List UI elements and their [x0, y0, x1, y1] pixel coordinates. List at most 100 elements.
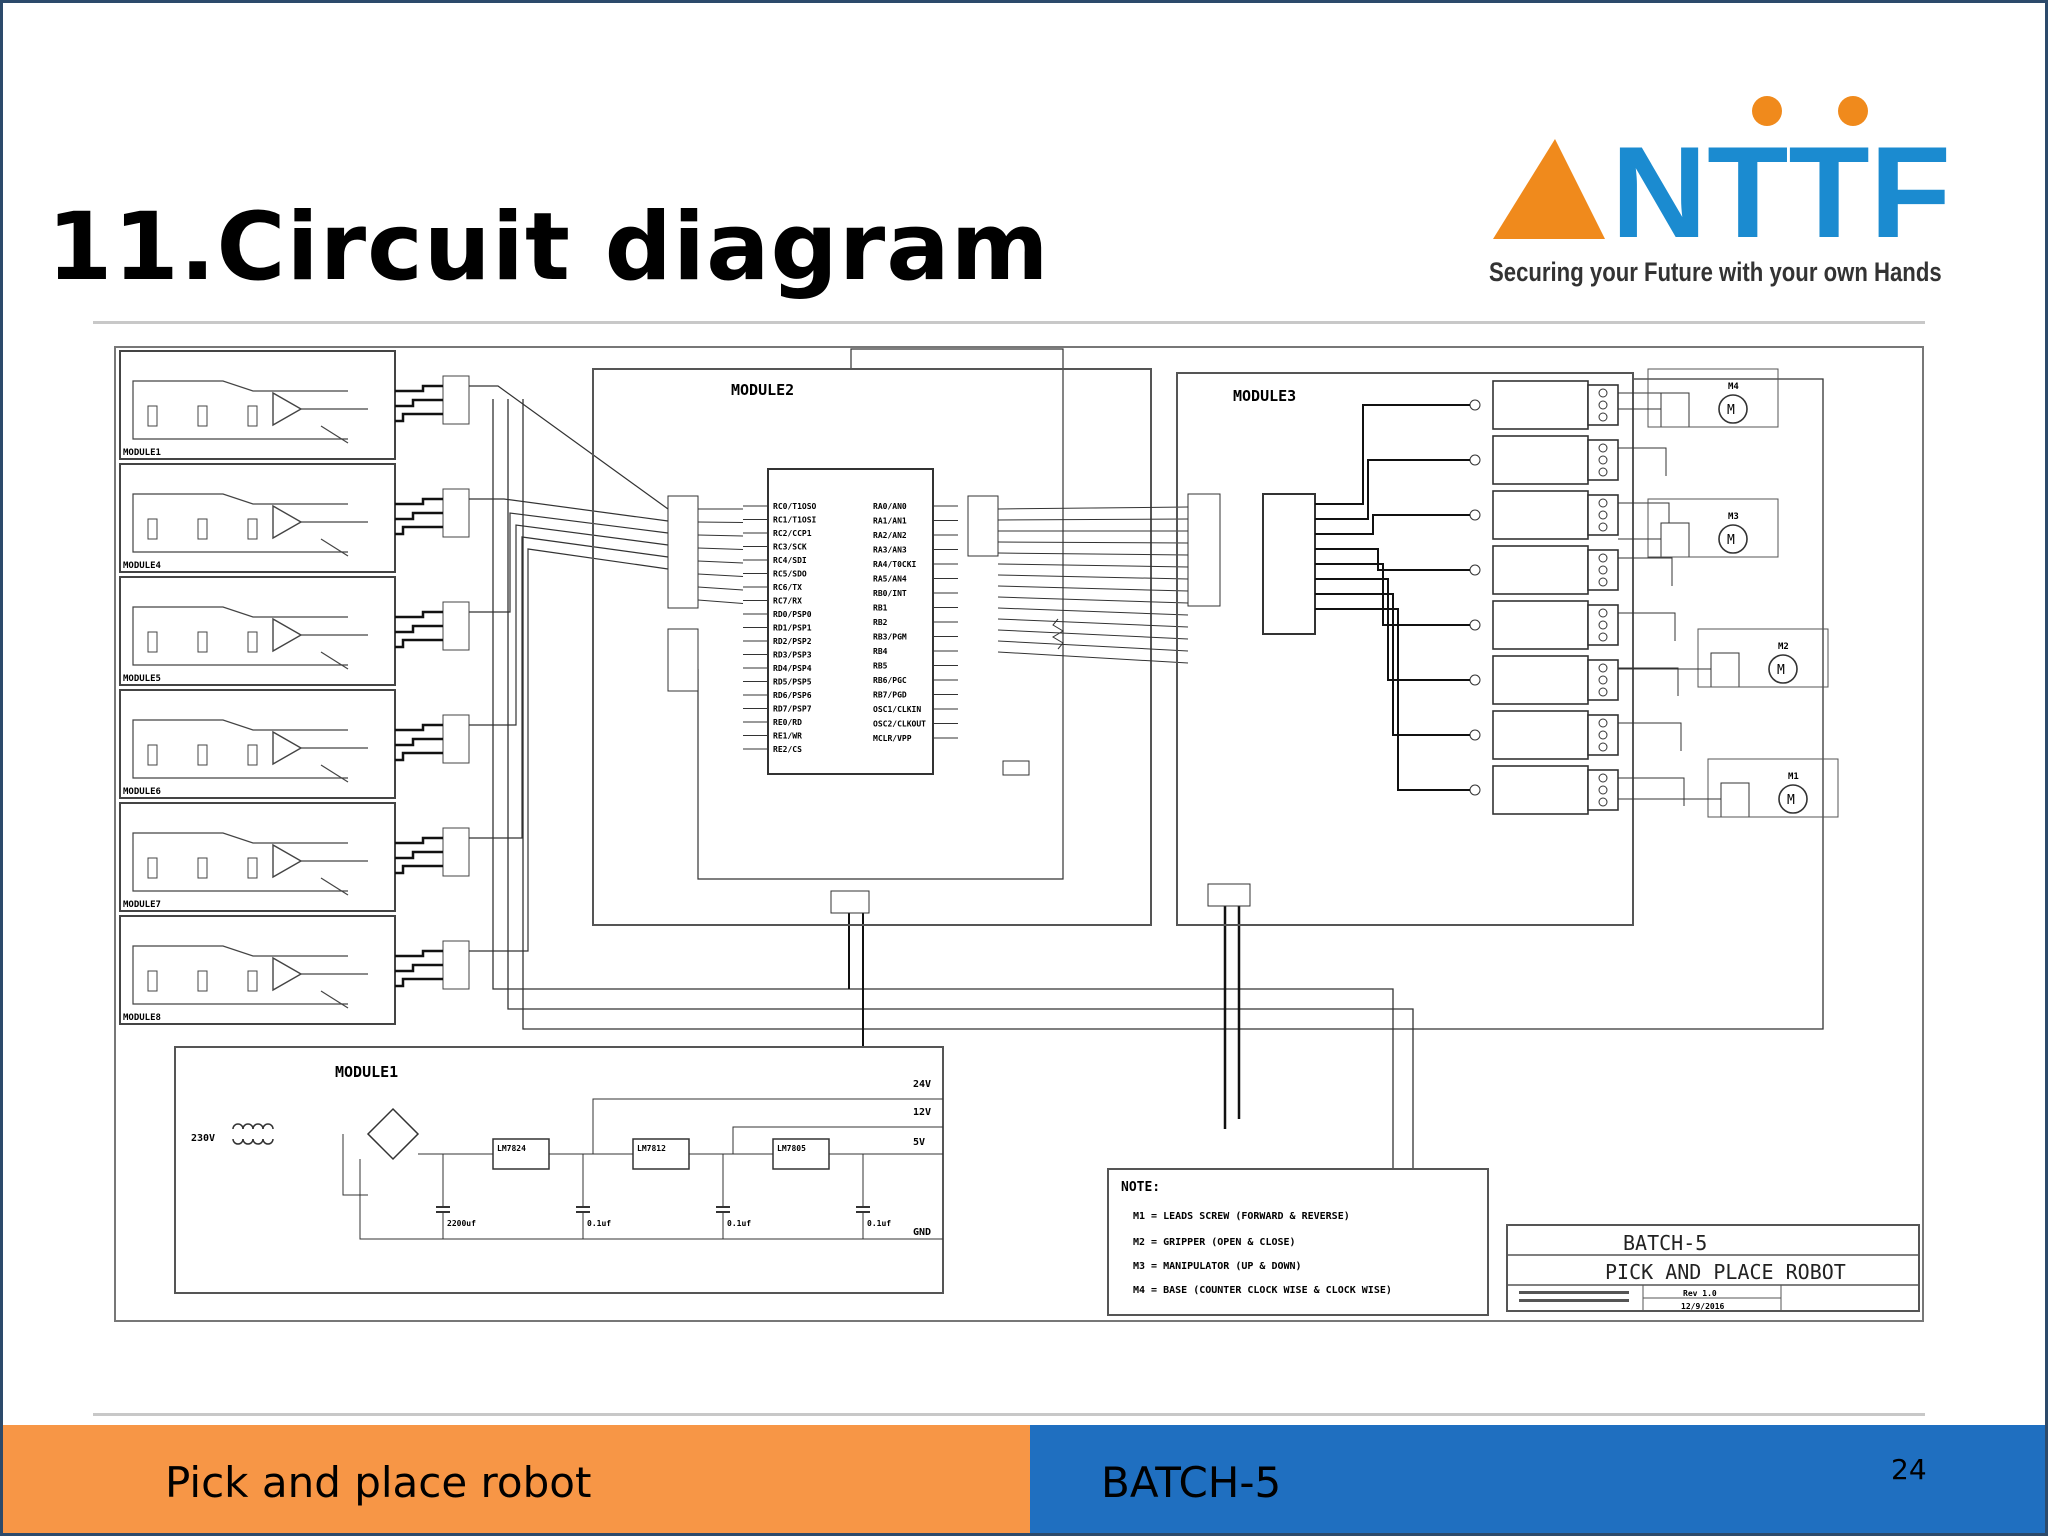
mcu-pin-label: RD6/PSP6: [773, 691, 812, 700]
supply-rail-label: GND: [913, 1227, 931, 1238]
motor-loop: [1697, 628, 1829, 688]
mcu-pin-label: RD4/PSP4: [773, 664, 812, 673]
motor-label: M1: [1788, 772, 1799, 782]
op-amp: [272, 843, 303, 879]
resistor: [197, 631, 208, 653]
mcu-pin-label: RA1/AN1: [873, 517, 907, 526]
note-title: NOTE:: [1121, 1180, 1160, 1195]
op-amp: [272, 617, 303, 653]
nttf-logo-mark: NTTF: [1493, 96, 1951, 259]
title-block-batch: BATCH-5: [1623, 1231, 1707, 1255]
mcu-pin-label: RA2/AN2: [873, 531, 907, 540]
resistor: [247, 405, 258, 427]
resistor: [197, 744, 208, 766]
supply-rail-label: 24V: [913, 1079, 931, 1090]
resistor: [147, 405, 158, 427]
module1-label: MODULE1: [335, 1063, 398, 1081]
relay: [1492, 490, 1589, 540]
mcu-pin-label: OSC2/CLKOUT: [873, 720, 926, 729]
mcu-pin-label: RA4/T0CKI: [873, 560, 917, 569]
mcu-pin-label: RD1/PSP1: [773, 624, 812, 633]
page-number: 24: [1891, 1453, 1927, 1486]
sensor-connector: [442, 375, 470, 425]
mcu-pin-label: RC1/T1OSI: [773, 516, 817, 525]
transformer-coil: [242, 1138, 254, 1145]
connector-module3-power: [1207, 883, 1251, 907]
title-block: [1506, 1224, 1920, 1312]
title-block-rev: Rev 1.0: [1683, 1289, 1717, 1298]
note-line: M3 = MANIPULATOR (UP & DOWN): [1133, 1261, 1302, 1272]
mcu-pin-label: RD3/PSP3: [773, 651, 812, 660]
sensor-module-label: MODULE5: [123, 674, 161, 684]
diode: [1469, 564, 1481, 576]
mcu-pin-label: RD5/PSP5: [773, 678, 812, 687]
motor-loop: [1647, 368, 1779, 428]
mcu-pin-label: RD2/PSP2: [773, 637, 812, 646]
sensor-connector: [442, 940, 470, 990]
logo-wordmark: NTTF: [1611, 119, 1951, 259]
motor-connector: [1710, 652, 1740, 688]
mcu-pin-label: RA5/AN4: [873, 575, 907, 584]
motor-symbol: M: [1777, 663, 1785, 678]
motor-connector: [1660, 522, 1690, 558]
mcu-pin-label: RB5: [873, 662, 888, 671]
sensor-module-box: [119, 915, 396, 1025]
sensor-module-box: [119, 689, 396, 799]
module3-box: [1176, 372, 1634, 926]
resistor: [197, 518, 208, 540]
motor-loop: [1707, 758, 1839, 818]
footer-right-band: [1030, 1425, 2045, 1533]
diode: [1469, 454, 1481, 466]
sensor-module-stack: MODULE1MODULE4MODULE5MODULE6MODULE7MODUL…: [119, 350, 470, 1025]
transformer-coil: [252, 1138, 264, 1145]
slide-title: 11.Circuit diagram: [47, 193, 1050, 302]
voltage-regulator: [772, 1138, 830, 1170]
nttf-logo: NTTF Securing your Future with your own …: [1483, 89, 1963, 299]
resistor: [1052, 618, 1064, 650]
logo-dot-icon: [1838, 96, 1868, 126]
mcu-pin-label: RB1: [873, 604, 888, 613]
resistor: [197, 857, 208, 879]
mcu-pin-label: RB4: [873, 647, 888, 656]
transistor: [320, 651, 349, 670]
connector-cn11: [1187, 493, 1221, 607]
mcu-pin-label: RC0/T1OSO: [773, 502, 817, 511]
sensor-connector: [442, 827, 470, 877]
mcu-right-pins: RA0/AN0RA1/AN1RA2/AN2RA3/AN3RA4/T0CKIRA5…: [873, 502, 1189, 776]
motor-connector: [1720, 782, 1750, 818]
relay: [1492, 710, 1589, 760]
connector-cn2: [967, 495, 999, 557]
diode: [1469, 784, 1481, 796]
mcu-pin-label: RE1/WR: [773, 732, 802, 741]
motor-symbol: M: [1727, 403, 1735, 418]
op-amp: [272, 730, 303, 766]
transistor: [320, 764, 349, 783]
wiring-bus: [395, 348, 1824, 1244]
note-line: M4 = BASE (COUNTER CLOCK WISE & CLOCK WI…: [1133, 1285, 1392, 1296]
transformer-coil: [262, 1138, 274, 1145]
resistor: [147, 518, 158, 540]
top-divider: [93, 321, 1925, 324]
circuit-diagram: MODULE1MODULE4MODULE5MODULE6MODULE7MODUL…: [114, 346, 1924, 1322]
motor-loop: [1647, 498, 1779, 558]
title-block-project: PICK AND PLACE ROBOT: [1605, 1260, 1846, 1284]
mcu-pin-label: RC4/SDI: [773, 556, 807, 565]
transformer-coil: [242, 1123, 254, 1130]
relay: [1492, 765, 1589, 815]
bridge-rectifier: [366, 1107, 420, 1161]
transistor: [320, 877, 349, 896]
motor-icon: [1778, 784, 1808, 814]
motor-label: M3: [1728, 512, 1739, 522]
relay: [1492, 435, 1589, 485]
sensor-module-label: MODULE8: [123, 1013, 161, 1023]
transformer-coil: [252, 1123, 264, 1130]
sensor-connector: [442, 601, 470, 651]
mcu-pin-label: RE0/RD: [773, 718, 802, 727]
regulator-label: LM7805: [777, 1144, 806, 1153]
diode: [1469, 619, 1481, 631]
relay: [1492, 600, 1589, 650]
supply-input-label: 230V: [191, 1133, 215, 1144]
